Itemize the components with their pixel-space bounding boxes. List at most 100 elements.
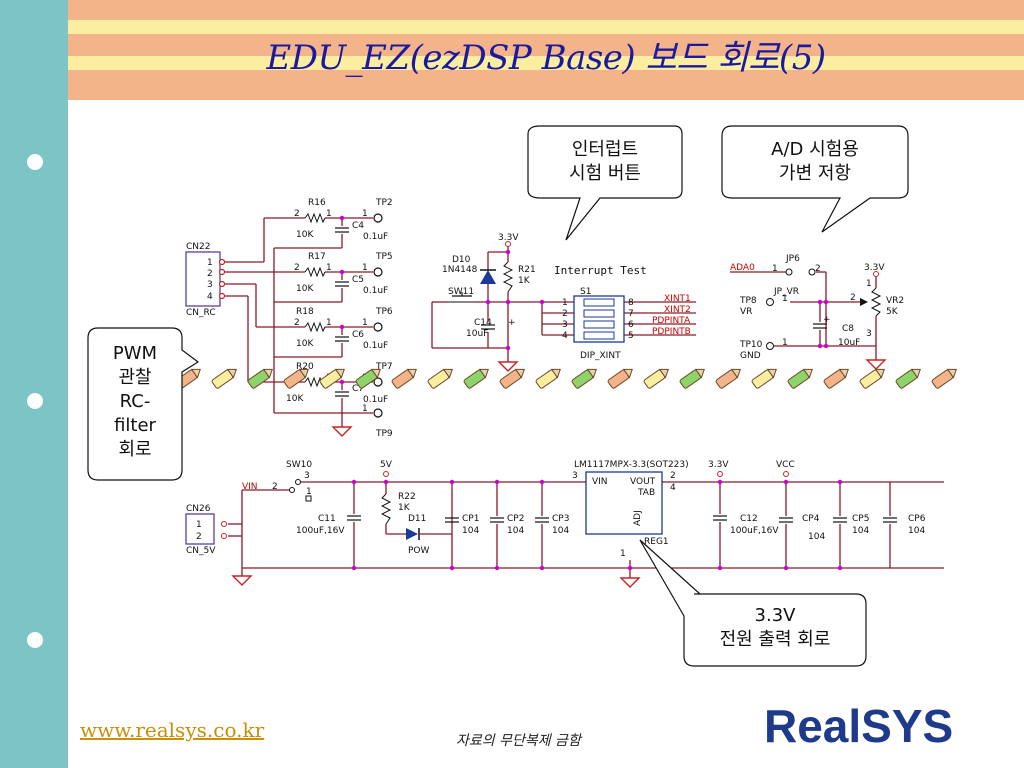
svg-text:3: 3 [562, 320, 568, 330]
svg-text:TP8: TP8 [739, 296, 757, 306]
svg-text:10uF: 10uF [466, 329, 488, 339]
svg-text:5V: 5V [380, 460, 393, 470]
svg-text:104: 104 [507, 526, 524, 536]
svg-text:1: 1 [782, 294, 788, 304]
svg-text:10uF: 10uF [838, 338, 860, 348]
callout-adc [721, 125, 909, 233]
svg-text:D11: D11 [408, 514, 426, 524]
svg-text:VR: VR [740, 307, 752, 317]
svg-text:+: + [823, 315, 831, 325]
pencil-icon [895, 368, 921, 389]
svg-text:104: 104 [908, 526, 925, 536]
svg-text:1: 1 [362, 404, 368, 414]
svg-text:10K: 10K [296, 284, 314, 294]
svg-text:104: 104 [808, 532, 825, 542]
svg-text:2: 2 [207, 269, 213, 279]
svg-text:CP2: CP2 [507, 514, 524, 524]
svg-text:C8: C8 [842, 324, 854, 334]
svg-text:D10: D10 [452, 255, 471, 265]
svg-text:ADA0: ADA0 [730, 263, 755, 273]
pencil-icon [463, 368, 489, 389]
svg-text:1: 1 [326, 209, 332, 219]
svg-text:VIN: VIN [592, 477, 608, 487]
svg-text:PDPINTB: PDPINTB [652, 327, 691, 337]
svg-text:1N4148: 1N4148 [442, 265, 478, 275]
svg-text:2: 2 [294, 318, 300, 328]
svg-text:LM1117MPX-3.3(SOT223): LM1117MPX-3.3(SOT223) [574, 460, 689, 470]
pencil-icon [787, 368, 813, 389]
svg-text:XINT1: XINT1 [664, 294, 691, 304]
svg-text:1: 1 [196, 520, 202, 530]
svg-text:S1: S1 [580, 287, 591, 297]
svg-text:0.1uF: 0.1uF [363, 232, 388, 242]
header-stripes [68, 0, 1024, 100]
pencil-icon [751, 368, 777, 389]
svg-text:R21: R21 [518, 265, 536, 275]
svg-text:5: 5 [628, 331, 634, 341]
svg-text:1K: 1K [518, 276, 531, 286]
pencil-icon [535, 368, 561, 389]
svg-text:6: 6 [628, 320, 634, 330]
svg-text:0.1uF: 0.1uF [363, 395, 388, 405]
svg-text:7: 7 [628, 309, 634, 319]
website-link[interactable]: www.realsys.co.kr [80, 718, 265, 742]
svg-text:C14: C14 [474, 318, 492, 328]
svg-text:0.1uF: 0.1uF [363, 286, 388, 296]
svg-text:104: 104 [462, 526, 479, 536]
callout-interrupt-text: 인터럽트 시험 버튼 [569, 139, 641, 184]
r16-ref: R16 [308, 198, 326, 208]
pencil-icon [643, 368, 669, 389]
svg-text:1: 1 [620, 549, 626, 559]
svg-text:R22: R22 [398, 492, 416, 502]
power-supply-circuit [228, 481, 944, 578]
callout-power [639, 539, 867, 667]
svg-text:ADJ: ADJ [633, 510, 643, 526]
svg-text:2: 2 [196, 532, 202, 542]
svg-text:3.3V: 3.3V [708, 460, 729, 470]
svg-text:VCC: VCC [776, 460, 795, 470]
svg-text:0.1uF: 0.1uF [363, 341, 388, 351]
svg-text:POW: POW [408, 546, 430, 556]
pencil-icon [319, 368, 345, 389]
svg-text:104: 104 [552, 526, 569, 536]
svg-text:CN26: CN26 [186, 504, 211, 514]
pencil-icon [283, 368, 309, 389]
svg-text:+: + [508, 318, 516, 328]
pencil-icon [679, 368, 705, 389]
svg-text:1: 1 [866, 279, 872, 289]
svg-text:1: 1 [306, 487, 312, 497]
svg-text:C12: C12 [740, 514, 758, 524]
svg-text:100uF,16V: 100uF,16V [730, 526, 779, 536]
cn22-ref: CN22 [186, 242, 210, 252]
svg-text:TP5: TP5 [375, 252, 393, 262]
svg-text:10K: 10K [296, 230, 314, 240]
svg-text:4: 4 [207, 292, 213, 302]
interrupt-test-circuit [431, 246, 696, 362]
svg-text:2: 2 [294, 263, 300, 273]
svg-text:CP1: CP1 [462, 514, 479, 524]
svg-text:4: 4 [670, 483, 676, 493]
svg-text:1: 1 [782, 338, 788, 348]
svg-text:C6: C6 [352, 330, 364, 340]
interrupt-test-title: Interrupt Test [554, 264, 647, 277]
svg-text:PDPINTA: PDPINTA [652, 316, 691, 326]
svg-text:1: 1 [326, 263, 332, 273]
svg-text:8: 8 [628, 298, 634, 308]
svg-text:REG1: REG1 [644, 537, 669, 547]
svg-text:1K: 1K [398, 503, 411, 513]
svg-text:4: 4 [562, 331, 568, 341]
bullet-2 [27, 393, 43, 409]
pencil-icon [427, 368, 453, 389]
svg-text:1: 1 [362, 263, 368, 273]
svg-text:CP4: CP4 [802, 514, 820, 524]
svg-text:SW11: SW11 [448, 287, 474, 297]
copyright-notice: 자료의 무단복제 금함 [456, 733, 581, 749]
pencil-icon [859, 368, 885, 389]
svg-text:VOUT: VOUT [630, 477, 656, 487]
svg-text:TP10: TP10 [739, 340, 763, 350]
svg-text:2: 2 [562, 309, 568, 319]
bullet-1 [27, 154, 43, 170]
svg-text:2: 2 [670, 471, 676, 481]
svg-text:CP3: CP3 [552, 514, 569, 524]
svg-text:CP5: CP5 [852, 514, 869, 524]
